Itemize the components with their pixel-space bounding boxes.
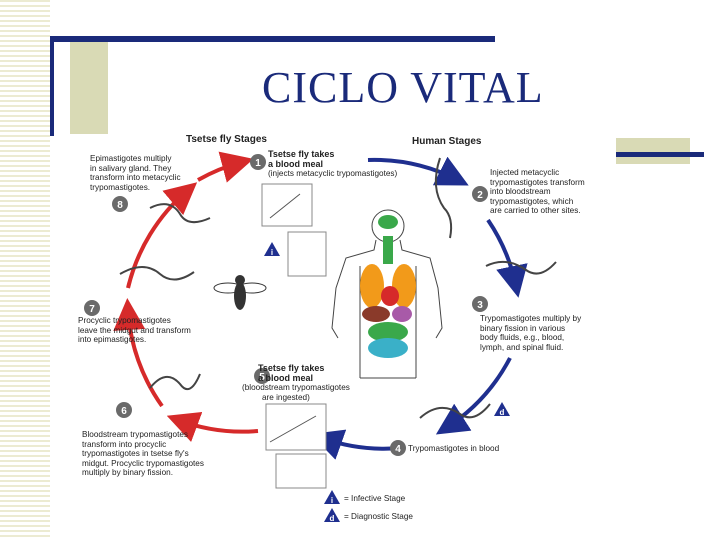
step-6-text: Bloodstream trypomastigotes transform in…: [82, 430, 204, 478]
step-8-text: Epimastigotes multiply in salivary gland…: [90, 154, 181, 192]
svg-text:d: d: [330, 514, 335, 523]
legend-infective-label: = Infective Stage: [344, 494, 406, 503]
tsetse-fly-drawing: [213, 275, 267, 310]
svg-text:2: 2: [477, 190, 483, 201]
step-circle-2: 2: [472, 186, 488, 202]
arrow-7-to-8: [126, 182, 198, 289]
arrow-4-to-5: [310, 429, 401, 460]
svg-text:4: 4: [395, 444, 401, 455]
step-circle-4: 4: [390, 440, 406, 456]
parasite-8: [149, 203, 211, 224]
step-5-text: Tsetse fly takes a blood meal (bloodstre…: [242, 363, 350, 402]
svg-text:6: 6: [121, 406, 127, 417]
arrow-6-to-7: [113, 298, 164, 408]
arrow-1-to-2: [367, 156, 469, 186]
svg-text:d: d: [500, 408, 505, 417]
step-circle-5: 5: [254, 368, 270, 384]
step-3-text: Trypomastigotes multiply by binary fissi…: [480, 314, 582, 352]
life-cycle-graphic: 1 2 3 4 5 6 7 8 i d i d: [84, 151, 557, 523]
parasite-6: [149, 373, 201, 391]
right-accent-block: [616, 138, 690, 164]
trypomastigote-panel: [287, 231, 327, 277]
svg-text:5: 5: [259, 372, 265, 383]
step-circle-7: 7: [84, 300, 100, 316]
liver-organ: [362, 306, 390, 322]
throat-organ: [383, 236, 393, 264]
parasite-4: [419, 403, 491, 419]
step-2-text: Injected metacyclic trypomastigotes tran…: [490, 168, 585, 216]
top-accent-bar: [50, 36, 495, 42]
svg-text:3: 3: [477, 300, 483, 311]
svg-text:7: 7: [89, 304, 95, 315]
svg-text:8: 8: [117, 200, 123, 211]
arrow-5-to-6: [166, 411, 259, 442]
arrow-8-to-1: [197, 151, 254, 183]
step-circle-6: 6: [116, 402, 132, 418]
brain-organ: [378, 215, 398, 229]
parasite-7: [119, 266, 195, 281]
svg-text:1: 1: [255, 158, 261, 169]
arrow-3-to-4: [435, 357, 512, 435]
procyclic-panel: [275, 453, 327, 489]
heart-organ: [381, 286, 399, 306]
parasite-3: [485, 260, 557, 275]
step-circle-3: 3: [472, 296, 488, 312]
step-circle-1: 1: [250, 154, 266, 170]
slide-title: CICLO VITAL: [262, 63, 544, 112]
diagnostic-stage-marker: d: [494, 402, 510, 417]
legend-infective-symbol: i: [324, 490, 340, 505]
arrow-2-to-3: [486, 218, 528, 298]
stomach-organ: [392, 306, 412, 322]
legend-diagnostic-symbol: d: [324, 508, 340, 523]
life-cycle-diagram: 1 2 3 4 5 6 7 8 i d i d Tsetse fly Stage…: [70, 128, 610, 528]
svg-text:i: i: [271, 248, 273, 257]
tsetse-stages-header: Tsetse fly Stages: [186, 134, 267, 145]
step-circle-8: 8: [112, 196, 128, 212]
left-stripe-decoration: [0, 0, 50, 540]
step-7-text: Procyclic trypomastigotes leave the midg…: [78, 316, 191, 345]
svg-text:i: i: [331, 496, 333, 505]
parasite-2: [434, 157, 453, 239]
step-1-text: Tsetse fly takes a blood meal (injects m…: [268, 149, 398, 179]
top-accent-bar-vertical: [50, 36, 54, 136]
lung-left: [360, 264, 384, 308]
legend-diagnostic-label: = Diagnostic Stage: [344, 512, 413, 521]
right-accent-bar: [616, 152, 704, 157]
intestine-blue: [368, 338, 408, 358]
step-4-text: Trypomastigotes in blood: [408, 444, 500, 453]
intestine-green: [368, 322, 408, 342]
infective-stage-marker: i: [264, 242, 280, 257]
left-accent-block: [70, 42, 108, 134]
human-stages-header: Human Stages: [412, 136, 482, 147]
